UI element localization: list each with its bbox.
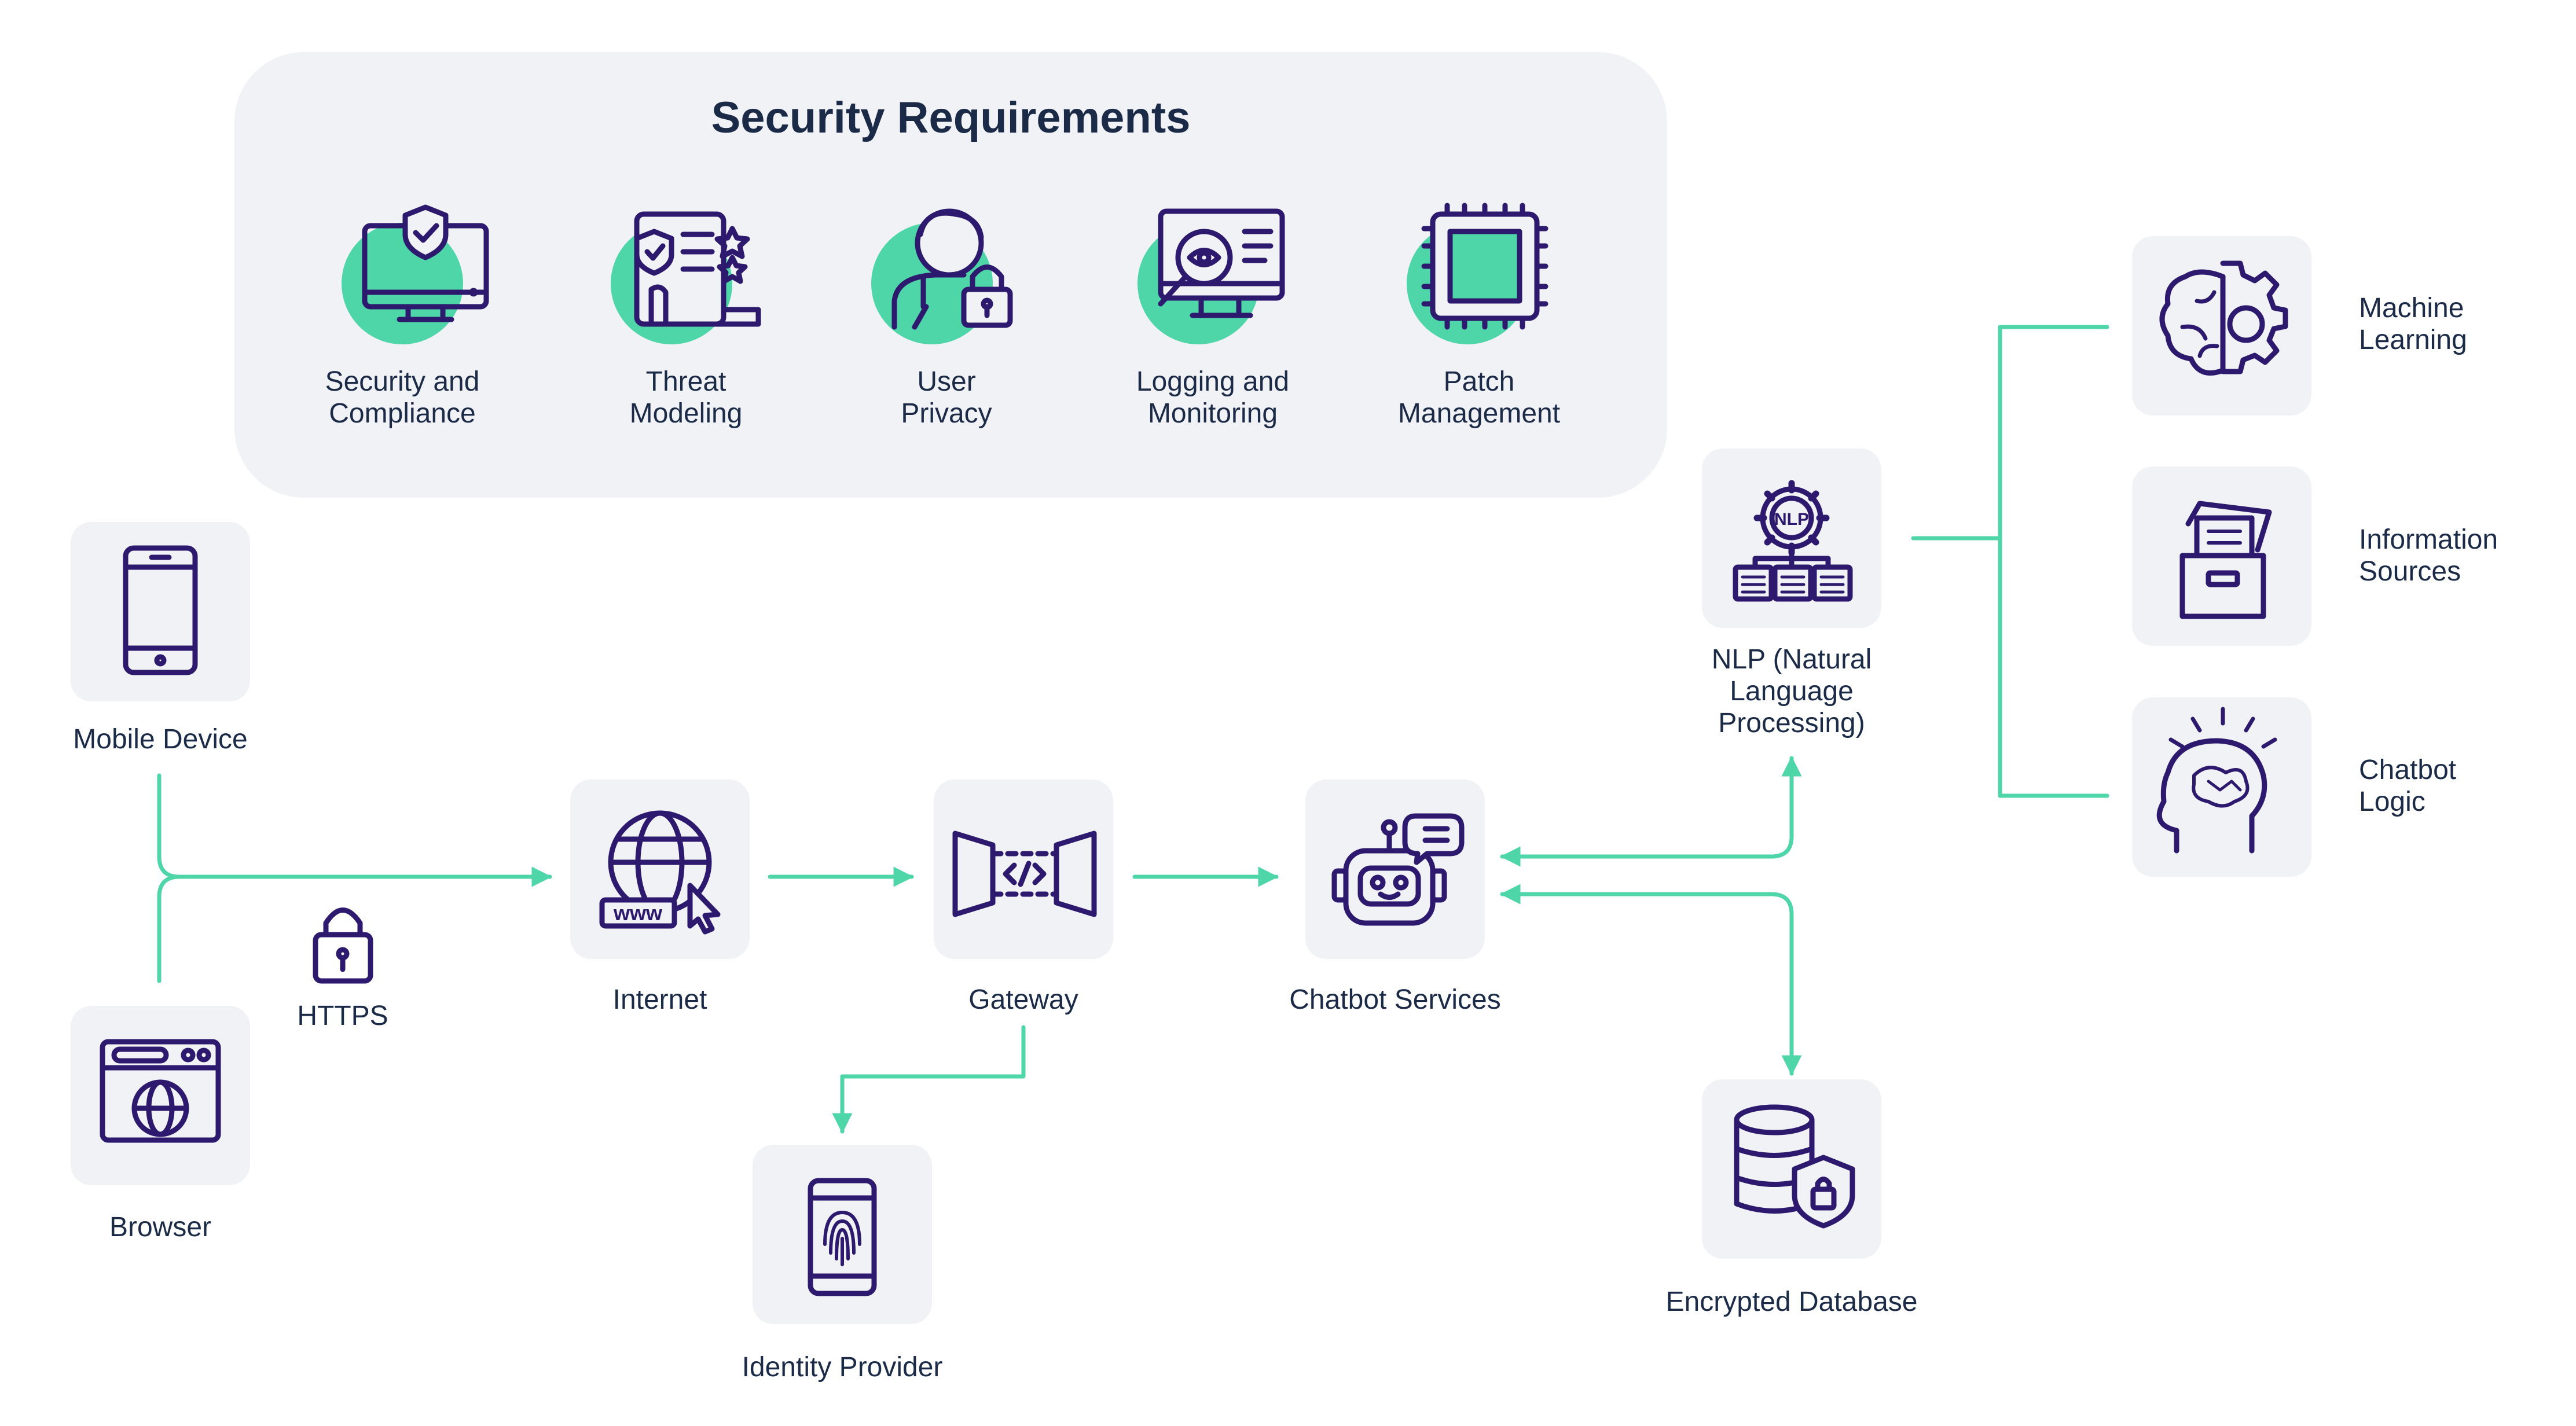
globe-www-icon: www bbox=[599, 810, 721, 935]
padlock-icon bbox=[313, 907, 373, 984]
security-requirements-title: Security Requirements bbox=[711, 93, 1191, 142]
chatbot-services-label: Chatbot Services bbox=[1289, 984, 1501, 1015]
browser-label: Browser bbox=[109, 1212, 212, 1243]
tile-internet bbox=[570, 780, 750, 959]
tile-browser bbox=[71, 1006, 250, 1185]
chatbot-logic-label: Chatbot Logic bbox=[2359, 755, 2457, 817]
security-item-label: Logging and Monitoring bbox=[1136, 366, 1290, 429]
security-item-label: User Privacy bbox=[901, 366, 992, 429]
internet-label: Internet bbox=[612, 984, 707, 1015]
security-item-label: Threat Modeling bbox=[629, 366, 743, 429]
tile-gateway bbox=[934, 780, 1113, 959]
gateway-label: Gateway bbox=[968, 984, 1078, 1015]
head-brain-icon bbox=[2156, 707, 2277, 854]
encrypted-database-label: Encrypted Database bbox=[1665, 1287, 1918, 1317]
nlp-label: NLP (Natural Language Processing) bbox=[1711, 644, 1872, 738]
chip-icon bbox=[1407, 203, 1548, 344]
brain-gear-icon bbox=[2159, 260, 2288, 376]
tile-mobile-device bbox=[71, 522, 250, 701]
connector-chatbot-to-nlp bbox=[1500, 756, 1802, 867]
smartphone-icon bbox=[123, 545, 198, 675]
machine-learning-label: Machine Learning bbox=[2359, 293, 2467, 355]
monitor-search-icon bbox=[1137, 208, 1285, 344]
monitor-shield-icon bbox=[342, 204, 489, 344]
connector-gateway-to-identity bbox=[832, 1025, 1026, 1134]
database-shield-icon bbox=[1734, 1104, 1855, 1229]
folder-documents-icon bbox=[2179, 501, 2272, 619]
https-label: HTTPS bbox=[297, 1001, 388, 1031]
svg-text:NLP: NLP bbox=[1774, 510, 1809, 529]
svg-text:www: www bbox=[613, 901, 663, 925]
tile-identity-provider bbox=[753, 1145, 932, 1324]
connector-chatbot-to-database bbox=[1500, 884, 1802, 1076]
gateway-code-icon bbox=[952, 830, 1097, 917]
connector-mobile-to-internet bbox=[157, 773, 552, 887]
fingerprint-phone-icon bbox=[808, 1178, 877, 1296]
mobile-device-label: Mobile Device bbox=[73, 724, 248, 755]
nlp-gear-icon: NLP bbox=[1733, 480, 1853, 602]
security-item-label: Patch Management bbox=[1397, 366, 1561, 429]
threat-modeling-icon bbox=[611, 211, 761, 344]
robot-icon bbox=[1331, 813, 1465, 926]
identity-provider-label: Identity Provider bbox=[742, 1352, 943, 1383]
security-item-label: Security and Compliance bbox=[325, 366, 480, 429]
information-sources-label: Information Sources bbox=[2359, 524, 2498, 587]
browser-globe-icon bbox=[100, 1039, 221, 1143]
connector-browser-to-internet bbox=[157, 874, 182, 983]
user-lock-icon bbox=[871, 208, 1013, 344]
